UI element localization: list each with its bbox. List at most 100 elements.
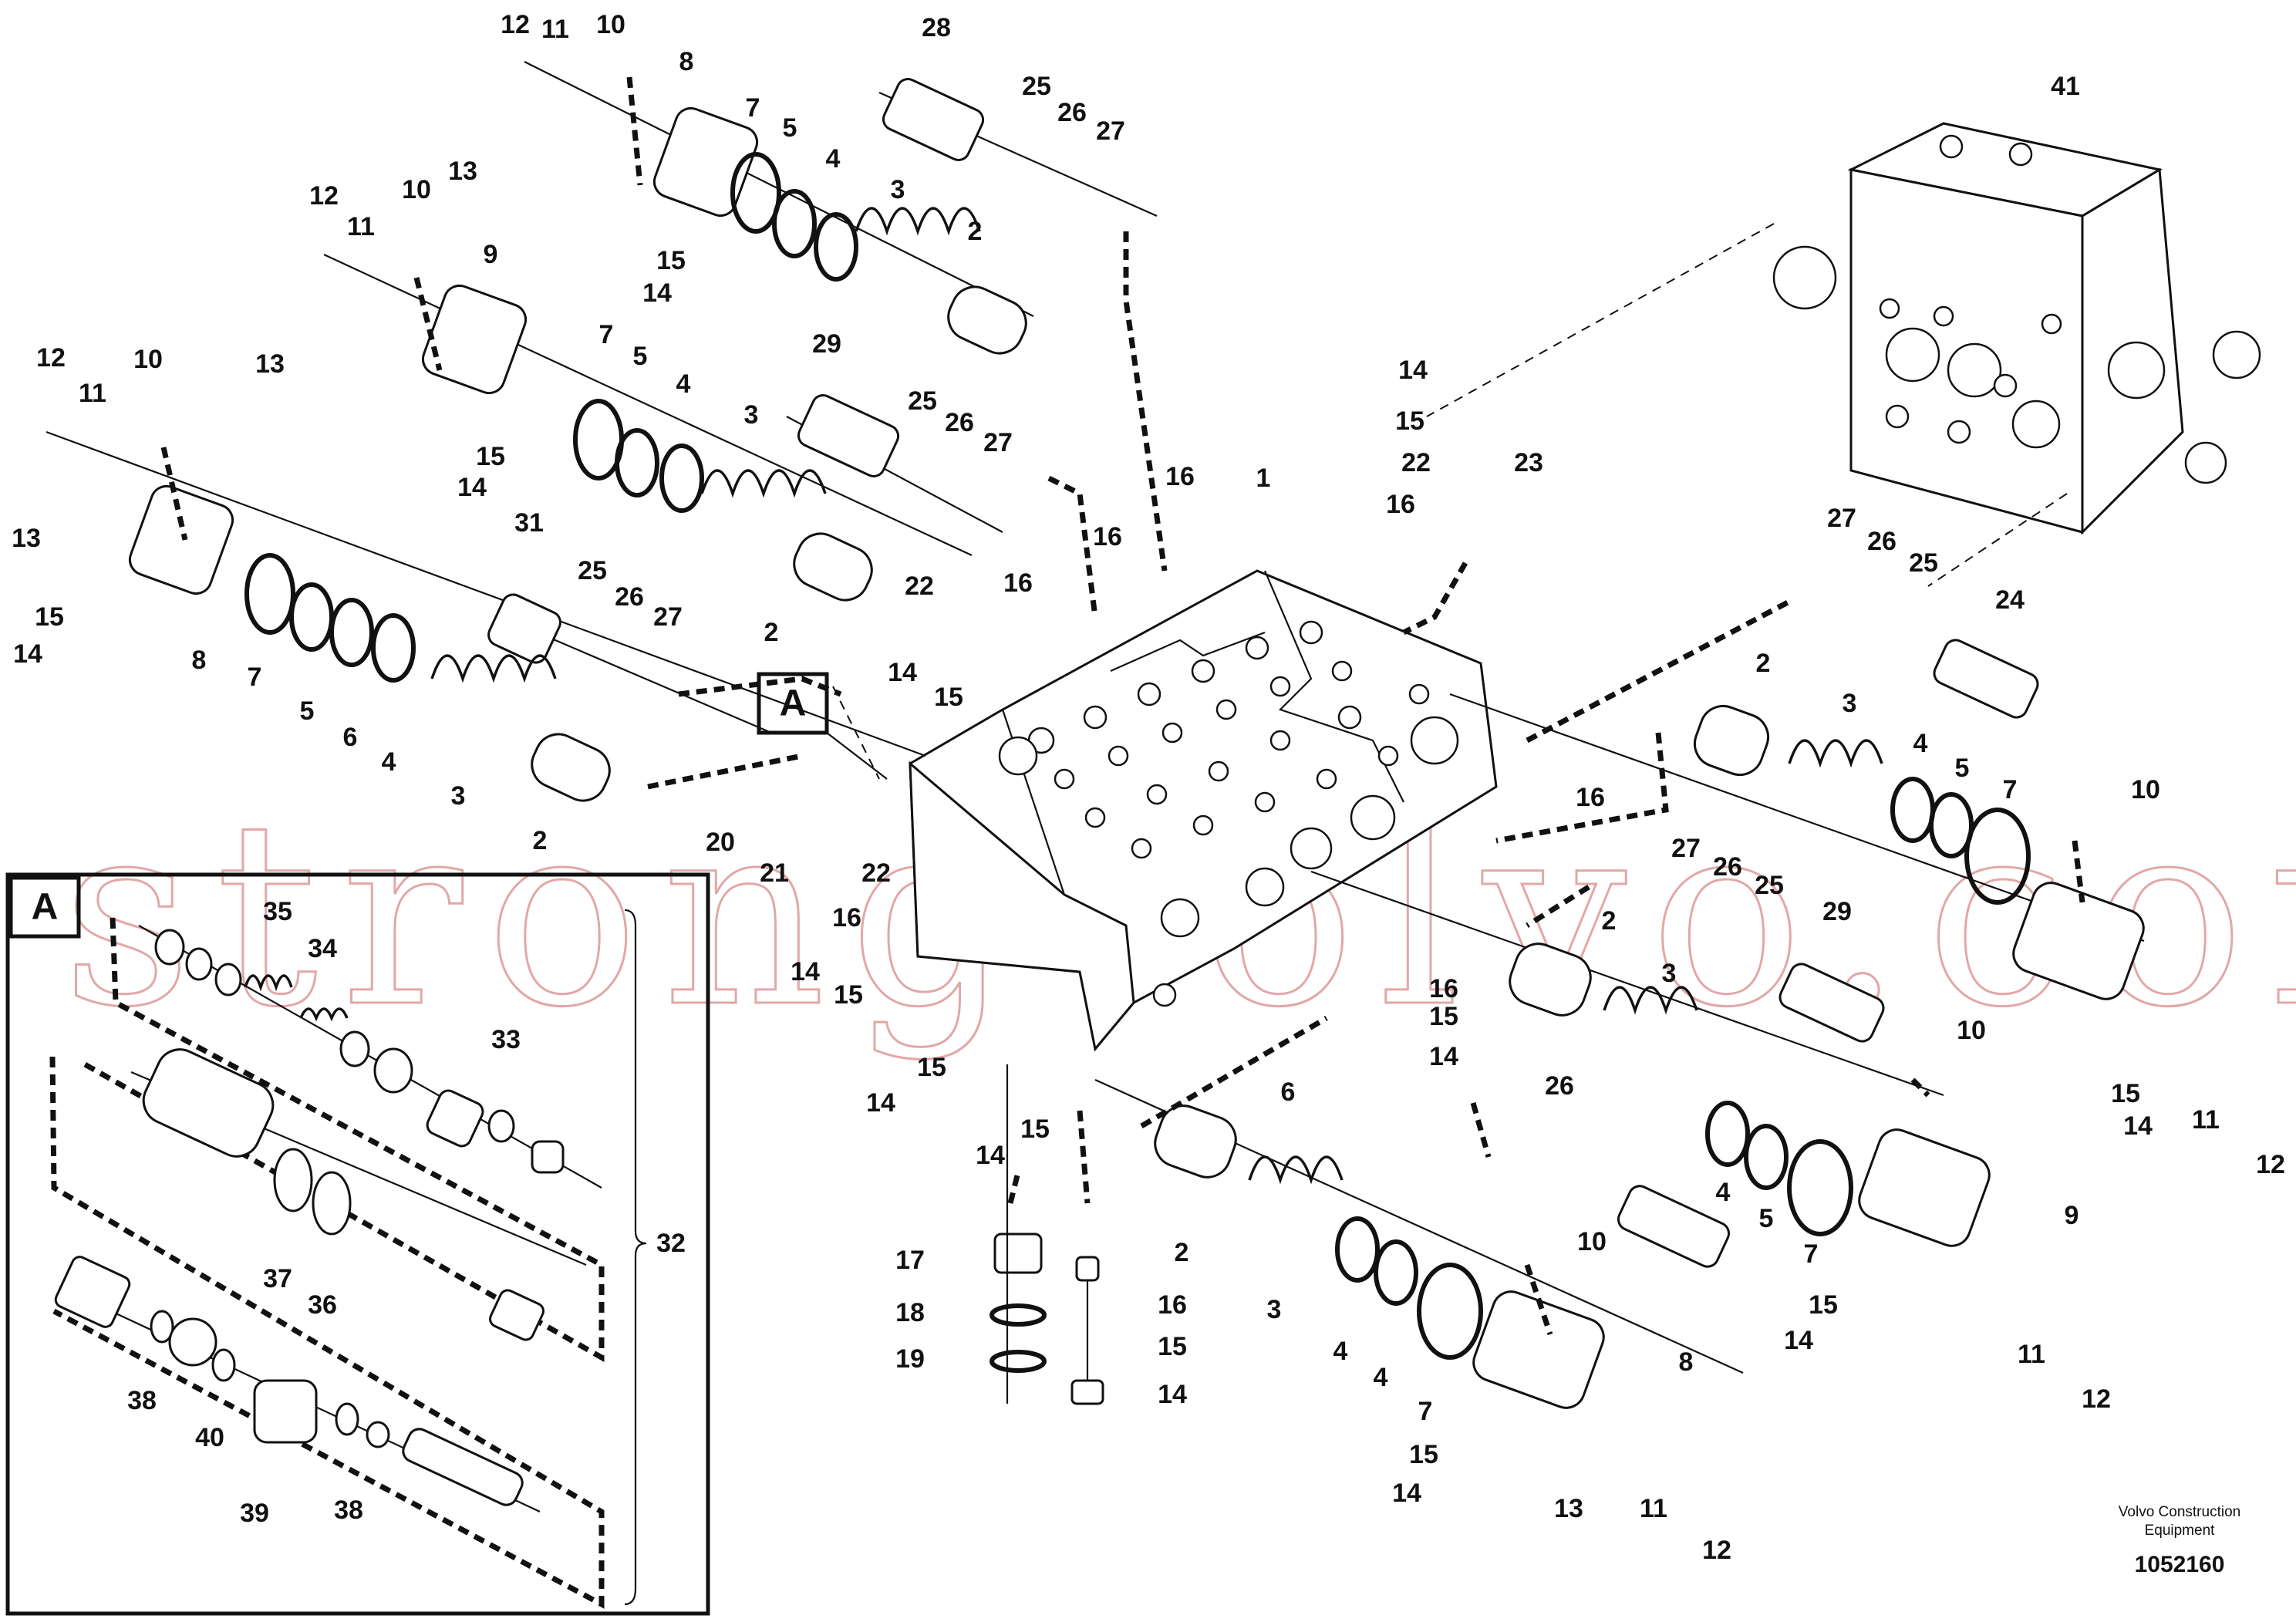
callout-5: 5 bbox=[633, 342, 648, 371]
block-ports bbox=[998, 620, 1459, 1007]
callout-15: 15 bbox=[1809, 1290, 1838, 1320]
callout-27: 27 bbox=[1671, 834, 1701, 863]
callout-7: 7 bbox=[746, 93, 760, 123]
callout-12: 12 bbox=[309, 181, 339, 211]
callout-4: 4 bbox=[1716, 1178, 1731, 1207]
callout-15: 15 bbox=[934, 683, 963, 712]
inset-detail-a: A bbox=[5, 872, 710, 1616]
callout-32: 32 bbox=[656, 1229, 686, 1258]
callout-16: 16 bbox=[1158, 1290, 1187, 1320]
callout-15: 15 bbox=[834, 980, 863, 1010]
callout-12: 12 bbox=[36, 343, 66, 373]
callout-3: 3 bbox=[1267, 1295, 1282, 1324]
callout-22: 22 bbox=[861, 858, 891, 888]
callout-27: 27 bbox=[1096, 116, 1125, 146]
callout-11: 11 bbox=[1640, 1494, 1667, 1523]
callout-4: 4 bbox=[676, 369, 691, 399]
callout-41: 41 bbox=[2051, 72, 2080, 101]
callout-25: 25 bbox=[1022, 72, 1051, 101]
callout-16: 16 bbox=[1003, 568, 1033, 598]
callout-23: 23 bbox=[1514, 448, 1543, 477]
callout-3: 3 bbox=[891, 175, 905, 204]
callout-15: 15 bbox=[1158, 1332, 1187, 1361]
callout-3: 3 bbox=[1662, 959, 1677, 988]
svg-text:A: A bbox=[780, 683, 807, 724]
callout-15: 15 bbox=[35, 602, 64, 632]
callout-11: 11 bbox=[541, 15, 569, 44]
callout-14: 14 bbox=[1158, 1380, 1187, 1409]
callout-28: 28 bbox=[922, 13, 951, 42]
callout-15: 15 bbox=[476, 442, 505, 471]
callout-7: 7 bbox=[248, 663, 262, 692]
callout-9: 9 bbox=[484, 240, 498, 269]
callout-11: 11 bbox=[79, 379, 106, 408]
callout-15: 15 bbox=[1395, 406, 1424, 436]
callout-8: 8 bbox=[679, 47, 694, 76]
callout-8: 8 bbox=[1679, 1347, 1694, 1377]
brand-line-1: Volvo Construction bbox=[2119, 1504, 2240, 1520]
callout-5: 5 bbox=[300, 696, 315, 726]
callout-38: 38 bbox=[127, 1386, 157, 1415]
callout-10: 10 bbox=[402, 175, 431, 204]
callout-14: 14 bbox=[13, 639, 42, 669]
callout-24: 24 bbox=[1995, 585, 2025, 615]
callout-34: 34 bbox=[308, 934, 337, 963]
callout-19: 19 bbox=[895, 1344, 925, 1374]
callout-16: 16 bbox=[1429, 974, 1458, 1003]
svg-text:A: A bbox=[32, 887, 59, 928]
callout-13: 13 bbox=[448, 157, 477, 186]
callout-27: 27 bbox=[1827, 504, 1856, 533]
callout-12: 12 bbox=[2256, 1150, 2285, 1179]
callout-8: 8 bbox=[192, 646, 207, 675]
callout-14: 14 bbox=[642, 278, 672, 308]
callout-37: 37 bbox=[263, 1264, 292, 1293]
callout-25: 25 bbox=[1909, 548, 1938, 578]
callout-39: 39 bbox=[240, 1499, 269, 1528]
main-valve-block bbox=[909, 569, 1498, 1052]
callout-14: 14 bbox=[976, 1141, 1005, 1170]
callout-16: 16 bbox=[832, 903, 861, 932]
callout-3: 3 bbox=[744, 400, 759, 430]
callout-26: 26 bbox=[1545, 1071, 1574, 1101]
callout-15: 15 bbox=[1429, 1002, 1458, 1031]
callout-33: 33 bbox=[491, 1025, 521, 1054]
callout-10: 10 bbox=[133, 345, 163, 374]
callout-26: 26 bbox=[945, 408, 974, 437]
callout-5: 5 bbox=[1759, 1204, 1774, 1233]
callout-20: 20 bbox=[706, 828, 735, 857]
callout-11: 11 bbox=[2018, 1340, 2045, 1369]
callout-15: 15 bbox=[917, 1053, 946, 1082]
callout-13: 13 bbox=[1554, 1494, 1583, 1523]
callout-4: 4 bbox=[382, 747, 396, 777]
callout-16: 16 bbox=[1165, 462, 1195, 491]
callout-3: 3 bbox=[1843, 689, 1857, 718]
callout-26: 26 bbox=[1867, 527, 1896, 556]
brand-block: Volvo Construction Equipment 1052160 bbox=[2119, 1504, 2240, 1577]
callout-25: 25 bbox=[578, 556, 607, 585]
callout-14: 14 bbox=[1398, 356, 1428, 385]
callout-29: 29 bbox=[812, 329, 841, 359]
callout-14: 14 bbox=[1392, 1479, 1421, 1508]
callout-25: 25 bbox=[1755, 871, 1784, 900]
valve-block-41 bbox=[1426, 122, 2261, 587]
callout-14: 14 bbox=[2123, 1111, 2153, 1141]
callout-26: 26 bbox=[1713, 852, 1742, 882]
callout-11: 11 bbox=[347, 212, 375, 241]
callout-14: 14 bbox=[457, 473, 487, 502]
callout-12: 12 bbox=[2082, 1384, 2111, 1414]
callout-26: 26 bbox=[615, 582, 644, 612]
callout-5: 5 bbox=[783, 113, 797, 143]
callout-18: 18 bbox=[895, 1298, 925, 1327]
callout-29: 29 bbox=[1822, 897, 1852, 926]
callout-16: 16 bbox=[1386, 490, 1415, 519]
callout-3: 3 bbox=[451, 781, 466, 811]
callout-14: 14 bbox=[1429, 1042, 1458, 1071]
callout-38: 38 bbox=[334, 1496, 363, 1525]
callout-1: 1 bbox=[1256, 464, 1271, 493]
callout-31: 31 bbox=[514, 508, 544, 538]
callout-27: 27 bbox=[653, 602, 683, 632]
callout-21: 21 bbox=[760, 858, 789, 888]
callout-15: 15 bbox=[1020, 1114, 1050, 1144]
